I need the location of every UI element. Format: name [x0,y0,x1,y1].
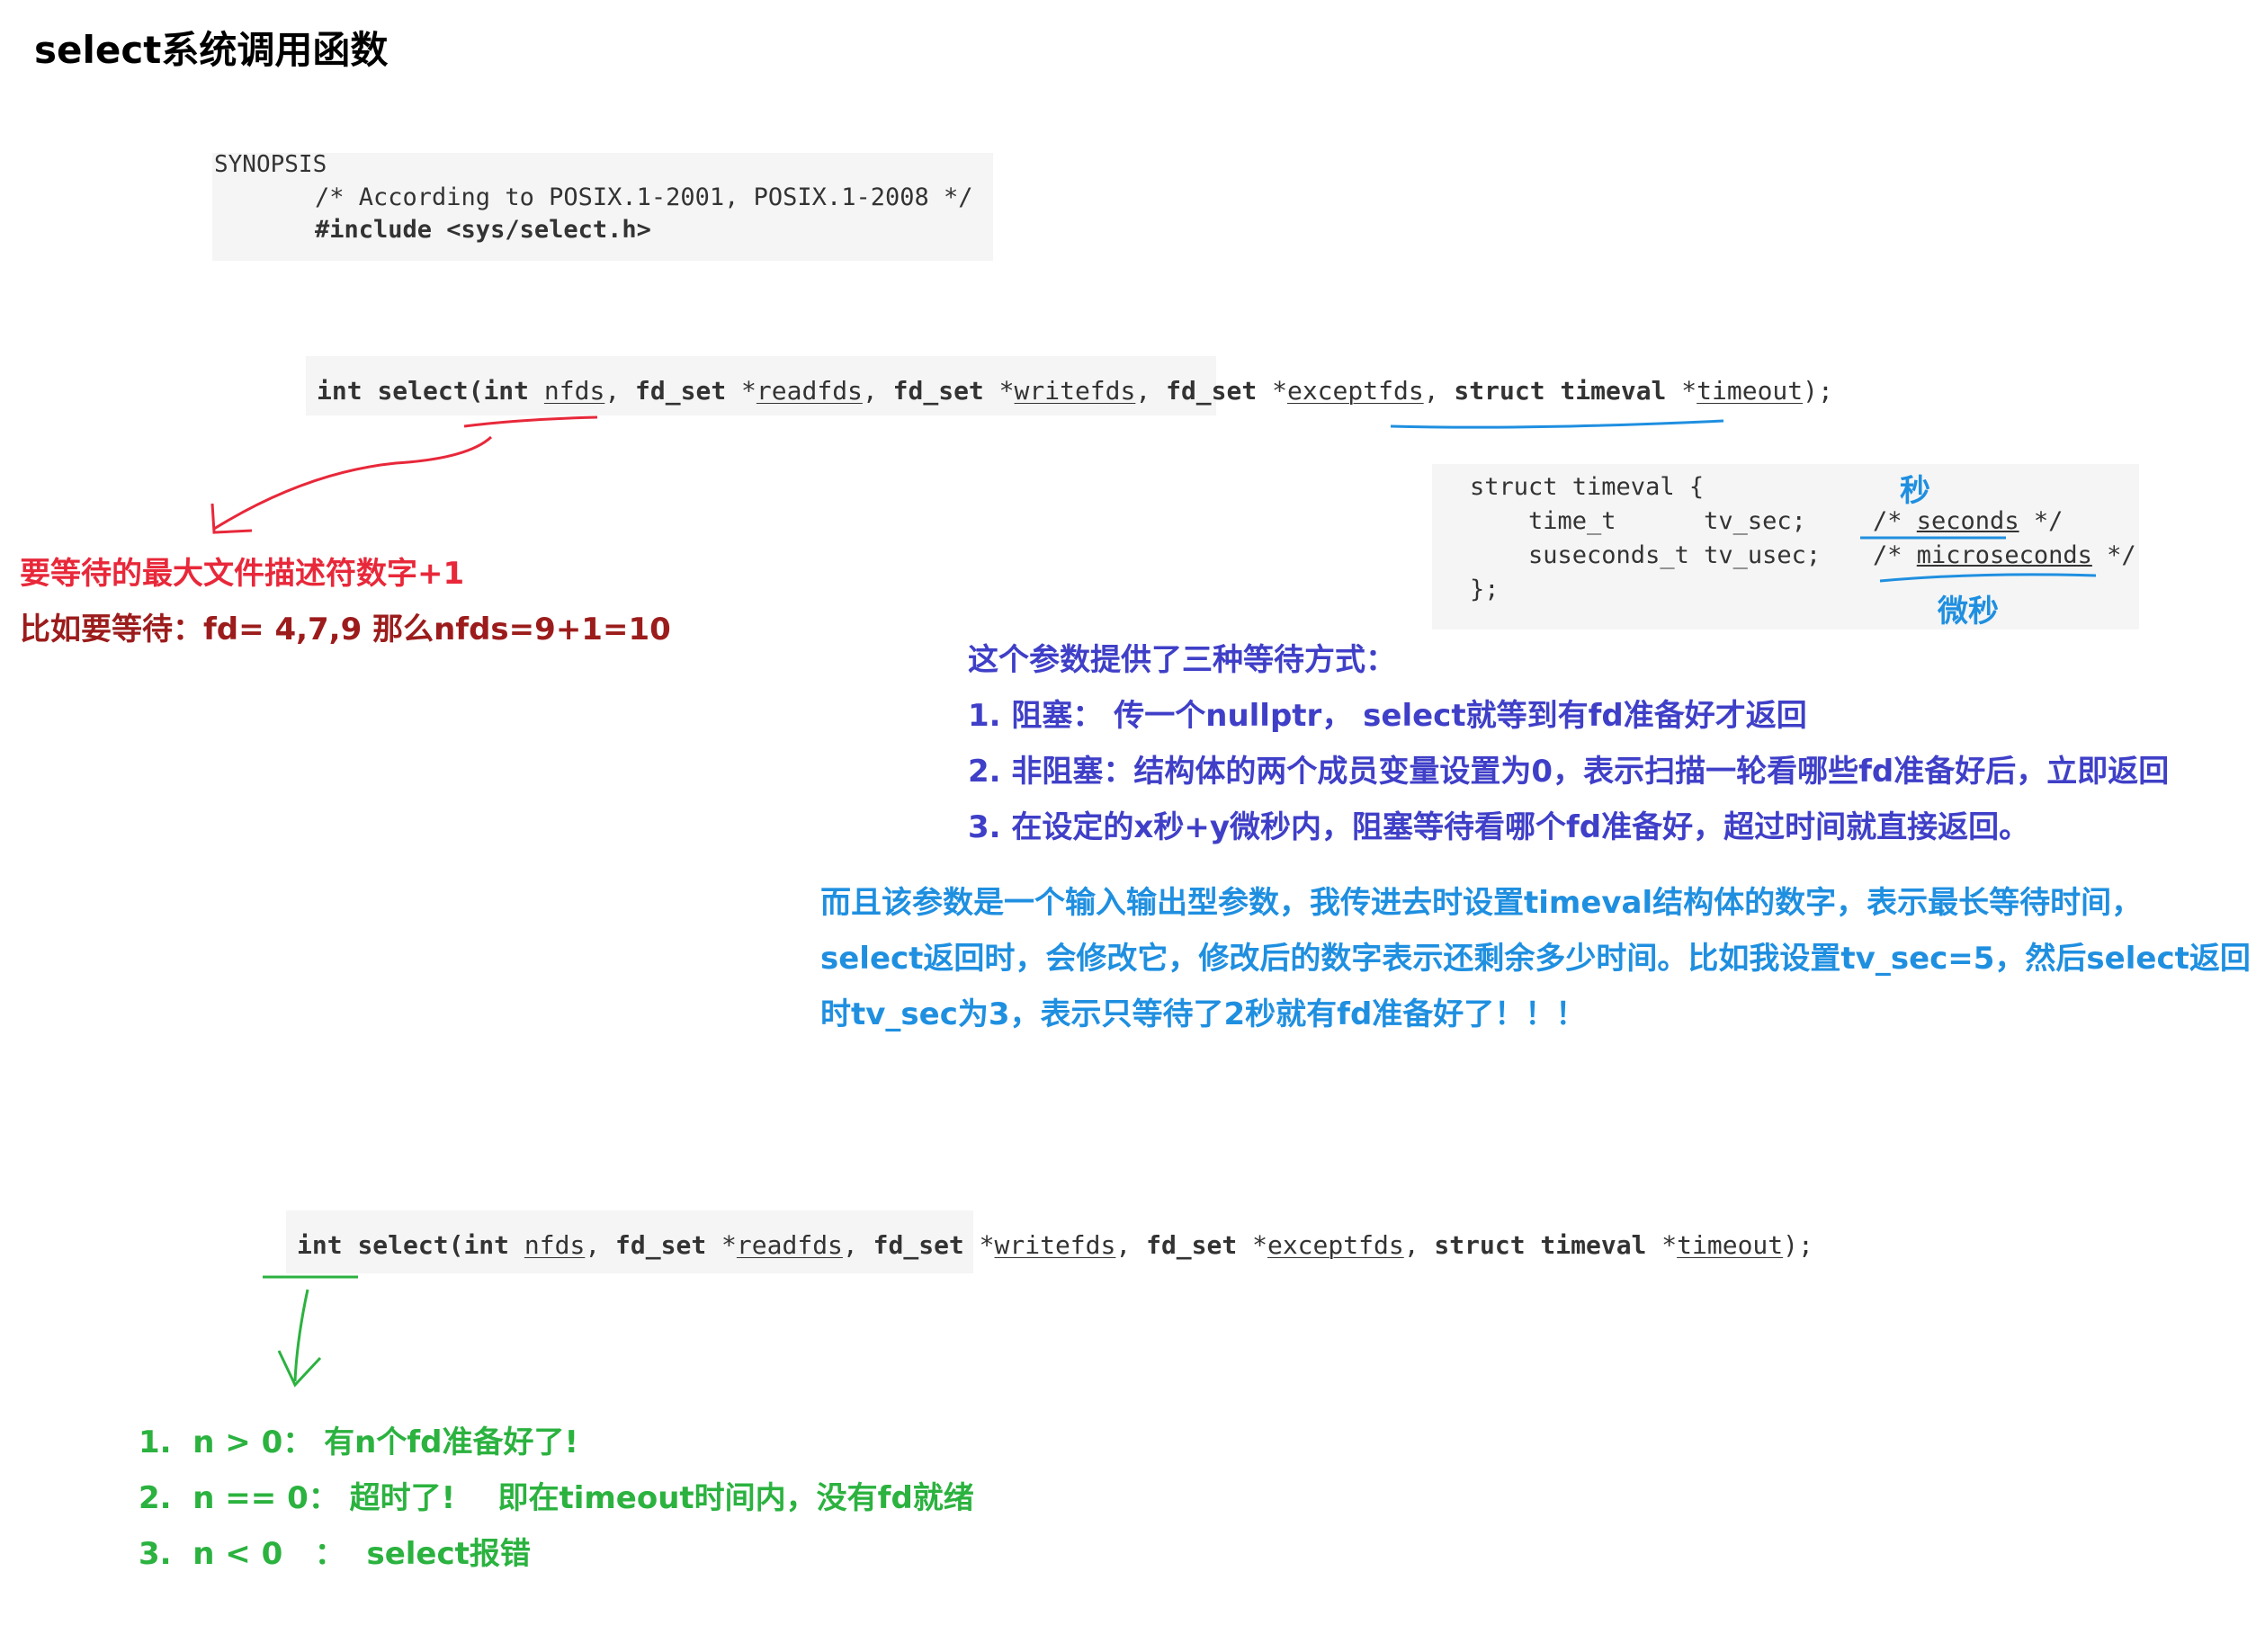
func-open: select(int [377,376,530,406]
param-timeout: timeout [1697,376,1804,406]
signature-box-2 [286,1210,973,1273]
timeval-struct-box [1432,464,2139,630]
return-note-item1: 1. n > 0： 有n个fd准备好了! [139,1424,578,1460]
inout-note-line3: 时tv_sec为3，表示只等待了2秒就有fd准备好了！！！ [820,996,1587,1032]
struct-timeval-kw: struct timeval [1454,376,1667,406]
nfds-note-line2: 比如要等待：fd= 4,7,9 那么nfds=9+1=10 [20,612,671,647]
red-arrowhead [210,503,253,534]
synopsis-box [212,153,993,261]
synopsis-include: #include <sys/select.h> [315,216,651,244]
signature-box-1 [306,356,1216,415]
return-note-item3: 3. n < 0 ： select报错 [139,1536,531,1572]
select-signature-2: int select(int nfds, fd_set *readfds, fd… [297,1230,1813,1260]
param-nfds: nfds [543,376,605,406]
nfds-note-line1: 要等待的最大文件描述符数字+1 [20,556,465,592]
param-readfds: readfds [756,376,863,406]
timeout-note-item2: 2. 非阻塞：结构体的两个成员变量设置为0，表示扫描一轮看哪些fd准备好后，立即… [968,754,2170,790]
inout-note-line2: select返回时，会修改它，修改后的数字表示还剩余多少时间。比如我设置tv_s… [820,941,2251,977]
timeout-note-heading: 这个参数提供了三种等待方式： [968,642,1396,678]
red-underline-nfds [463,415,598,428]
timeout-note-item3: 3. 在设定的x秒+y微秒内，阻塞等待看哪个fd准备好，超过时间就直接返回。 [968,809,2030,845]
int-keyword: int [317,376,363,406]
synopsis-label: SYNOPSIS [214,151,327,178]
return-note-item2: 2. n == 0： 超时了! 即在timeout时间内，没有fd就绪 [139,1480,974,1516]
param-exceptfds: exceptfds [1286,376,1424,406]
label-microseconds: 微秒 [1938,594,1999,630]
inout-note-line1: 而且该参数是一个输入输出型参数，我传进去时设置timeval结构体的数字，表示最… [820,885,2143,921]
blue-underline-timeout [1390,419,1724,429]
green-arrow [293,1289,309,1382]
timeval-line1: struct timeval { [1470,473,1705,501]
synopsis-label-bg [212,153,329,185]
comment-seconds: /* seconds */ [1873,507,2064,535]
select-signature-1: int select(int nfds, fd_set *readfds, fd… [317,376,1833,406]
label-seconds: 秒 [1900,473,1930,509]
page-title: select系统调用函数 [34,28,389,72]
comment-microseconds: /* microseconds */ [1873,541,2136,569]
param-writefds: writefds [1014,376,1136,406]
timeout-note-item1: 1. 阻塞： 传一个nullptr， select就等到有fd准备好才返回 [968,698,1807,734]
green-arrowhead [277,1350,322,1388]
timeval-line2: time_t tv_sec; [1470,507,1806,535]
timeval-line3: suseconds_t tv_usec; [1470,541,1822,569]
timeval-line4: }; [1470,576,1500,603]
red-arrow [213,435,493,531]
synopsis-comment: /* According to POSIX.1-2001, POSIX.1-20… [315,183,973,211]
